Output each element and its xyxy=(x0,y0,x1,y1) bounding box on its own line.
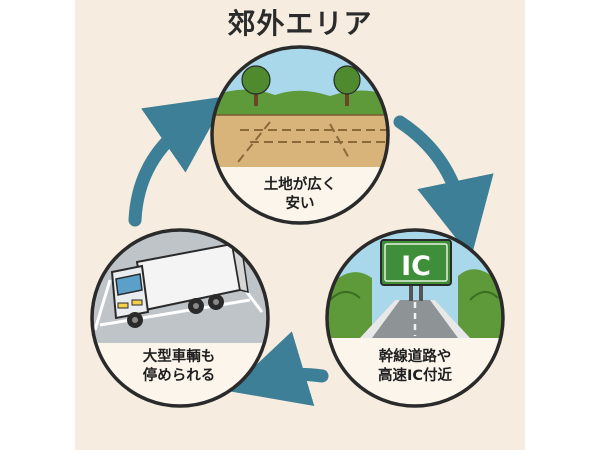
cycle-arrow-right-to-left xyxy=(228,331,329,407)
highway-label-line2: 高速IC付近 xyxy=(377,368,453,384)
truck-icon xyxy=(110,242,249,328)
highway-illustration: IC xyxy=(327,230,503,338)
tree-icon xyxy=(241,65,271,106)
land-label-line2: 安い xyxy=(285,196,315,212)
highway-label: 幹線道路や 高速IC付近 xyxy=(340,348,490,386)
land-label: 土地が広く 安い xyxy=(226,176,374,214)
truck-label-line2: 停められる xyxy=(142,368,216,384)
truck-label-line1: 大型車輌も xyxy=(142,349,216,365)
highway-label-line1: 幹線道路や xyxy=(378,349,452,365)
cycle-arrow-left-to-top xyxy=(128,96,228,227)
land-illustration xyxy=(212,47,388,167)
land-label-line1: 土地が広く xyxy=(263,177,337,193)
tree-icon xyxy=(333,65,361,106)
truck-node xyxy=(90,228,270,408)
truck-label: 大型車輌も 停められる xyxy=(104,348,254,386)
cycle-arrow-top-to-right xyxy=(393,115,494,258)
truck-illustration xyxy=(92,230,268,343)
diagram-title: 郊外エリア xyxy=(227,7,373,40)
ic-sign-text: IC xyxy=(401,251,431,282)
